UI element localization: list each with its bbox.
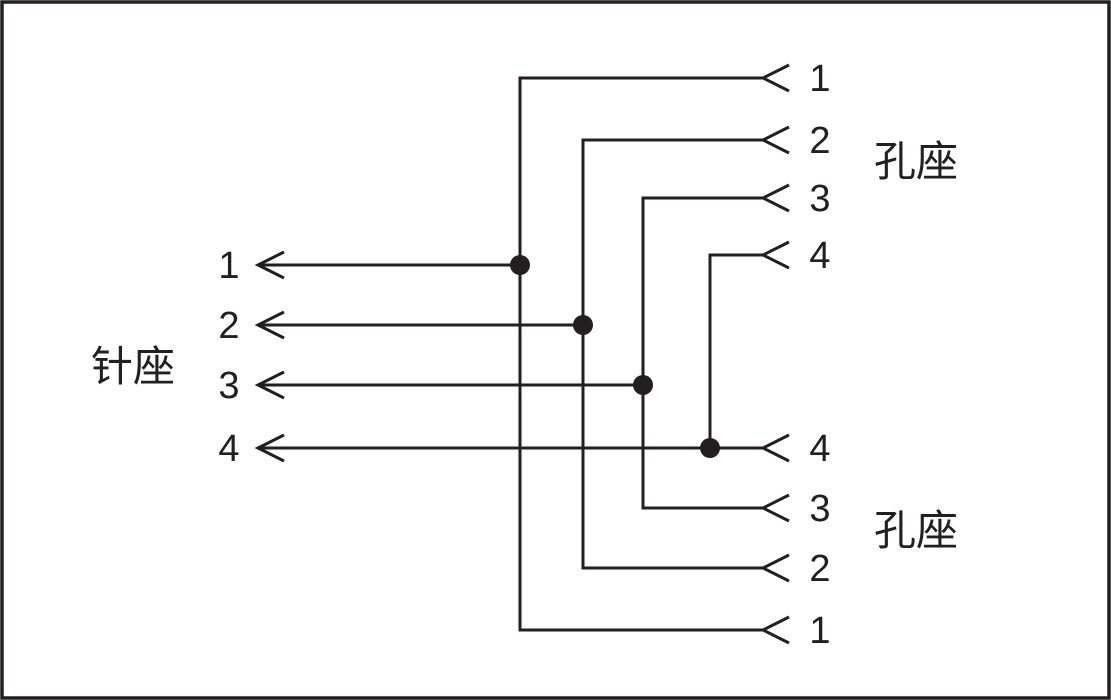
wire-nets [258,76,763,632]
contact-arrow-left-pin3 [254,370,285,400]
wire-net-pin4 [258,253,763,450]
right-top-pin-label-3: 3 [809,178,830,220]
wire-net-pin1 [258,76,763,632]
right-top-connector-label: 孔座 [874,138,958,185]
right-top-pin-label-1: 1 [809,58,830,100]
wire-net-pin2 [258,138,763,570]
junction-dot-pin3 [633,375,653,395]
left-pin-label-4: 4 [218,428,239,470]
junction-dot-pin2 [573,315,593,335]
left-connector-contacts [254,250,285,463]
right-top-pin-label-4: 4 [809,235,830,277]
contact-fork-top-pin1 [759,63,790,93]
left-pin-label-2: 2 [218,305,239,347]
right-bottom-pin-label-4: 4 [809,428,830,470]
contact-fork-top-pin4 [759,240,790,270]
contact-arrow-left-pin1 [254,250,285,280]
contact-fork-bottom-pin1 [759,615,790,645]
junction-dot-pin4 [700,438,720,458]
right-bottom-pin-label-2: 2 [809,548,830,590]
left-connector-label: 针座 [91,343,175,390]
contact-arrow-left-pin2 [254,310,285,340]
right-top-pin-label-2: 2 [809,120,830,162]
contact-fork-top-pin2 [759,125,790,155]
right-bottom-connector-label: 孔座 [874,507,958,554]
wire-net-pin3 [258,196,763,510]
contact-fork-bottom-pin4 [759,433,790,463]
contact-fork-bottom-pin2 [759,553,790,583]
contact-fork-bottom-pin3 [759,493,790,523]
junction-dots [510,255,720,458]
left-pin-label-3: 3 [218,365,239,407]
right-top-connector-contacts [759,63,790,270]
right-bottom-pin-label-1: 1 [809,610,830,652]
right-bottom-pin-label-3: 3 [809,488,830,530]
right-bottom-connector-contacts [759,433,790,645]
junction-dot-pin1 [510,255,530,275]
diagram-labels: 针座 1 2 3 4 孔座 1 2 3 4 孔座 4 3 2 1 [91,58,958,652]
contact-arrow-left-pin4 [254,433,285,463]
contact-fork-top-pin3 [759,183,790,213]
left-pin-label-1: 1 [218,245,239,287]
